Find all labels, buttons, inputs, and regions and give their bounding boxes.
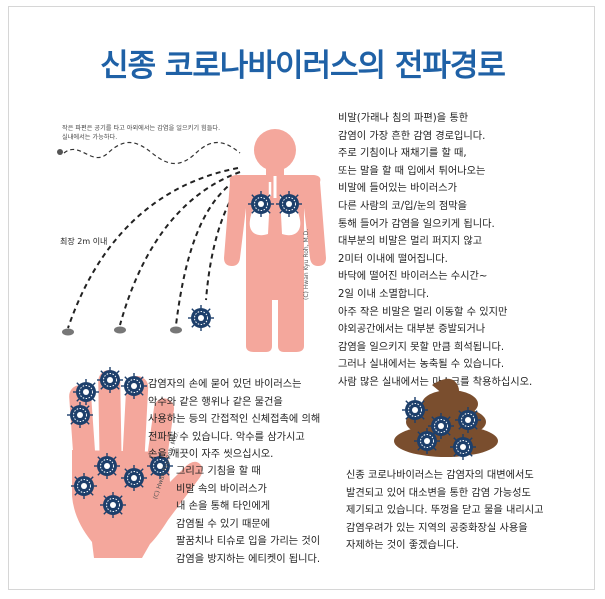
page-title: 신종 코로나바이러스의 전파경로 bbox=[100, 48, 506, 84]
contact-description-1: 감염자의 손에 묻어 있던 바이러스는 악수와 같은 행위나 같은 물건을 사용… bbox=[148, 379, 321, 461]
contact-description-2: 그리고 기침을 할 때 비말 속의 바이러스가 내 손을 통해 타인에게 감염될… bbox=[176, 466, 321, 565]
small-particle-note: 작은 파편은 공기를 타고 아외에서는 감염을 일으키기 힘들다. 실내에서는 … bbox=[62, 125, 221, 141]
fallen-droplet bbox=[62, 328, 74, 336]
fallen-droplet bbox=[170, 326, 182, 334]
fecal-description: 신종 코로나바이러스는 감염자의 대변에서도 발견되고 있어 대소변을 통한 감… bbox=[346, 470, 544, 552]
distance-label: 최장 2m 이내 bbox=[60, 237, 108, 246]
aerosol-particle bbox=[57, 149, 63, 155]
aerosol-path bbox=[63, 141, 241, 165]
fallen-droplet bbox=[114, 326, 126, 334]
droplet-arc-2 bbox=[119, 171, 241, 326]
person-figure bbox=[224, 129, 326, 352]
droplet-description: 비말(가래나 침의 파편)을 통한 감염이 가장 흔한 감염 경로입니다. 주로… bbox=[338, 113, 533, 388]
